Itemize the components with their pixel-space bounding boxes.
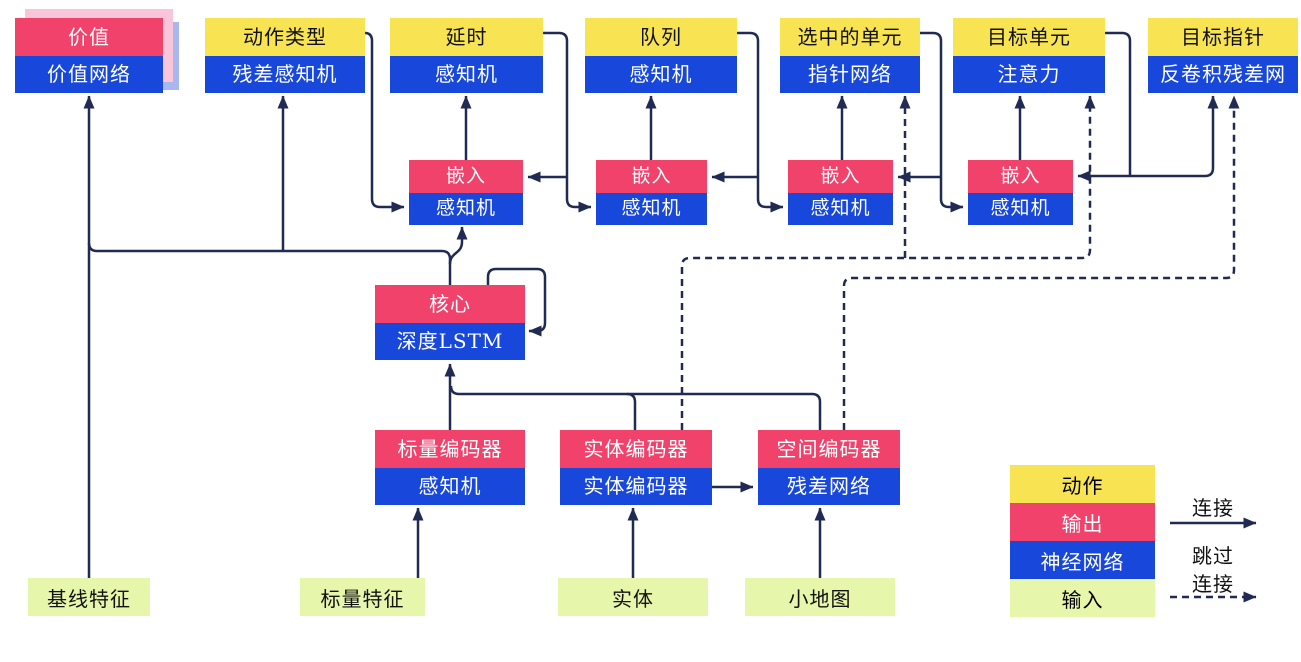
skip-entity-to-target-unit [680, 95, 1096, 430]
embedding1-network-label: 感知机 [409, 192, 523, 225]
head-box-value: 价值 价值网络 [15, 18, 163, 93]
embedding3-label: 嵌入 [788, 160, 893, 193]
embedding3-network-label: 感知机 [788, 192, 893, 225]
embedding-box-2: 嵌入 感知机 [596, 160, 707, 225]
embedding2-label: 嵌入 [596, 160, 707, 193]
edge-entity-trunk [626, 392, 637, 430]
legend-action-swatch: 动作 [1010, 465, 1155, 503]
entity-encoder-label: 实体编码器 [560, 430, 712, 468]
embedding-box-4: 嵌入 感知机 [968, 160, 1073, 225]
edge-spatial-trunk [449, 385, 822, 430]
legend-output-swatch: 输出 [1010, 503, 1155, 541]
head-delay-network-label: 感知机 [390, 55, 543, 93]
embedding-box-1: 嵌入 感知机 [409, 160, 523, 225]
entity-encoder-network-label: 实体编码器 [560, 467, 712, 505]
embedding1-label: 嵌入 [409, 160, 523, 193]
head-queue-label: 队列 [585, 18, 737, 56]
head-box-delay: 延时 感知机 [390, 18, 543, 93]
edge-core-recurrent-loop [486, 267, 547, 337]
legend-connection-label: 连接 [1192, 496, 1234, 520]
head-value-network-label: 价值网络 [15, 55, 163, 93]
encoder-box-scalar: 标量编码器 感知机 [375, 430, 525, 505]
edge-core-to-embed1 [448, 226, 468, 265]
edge-core-trunk [87, 242, 452, 285]
scalar-encoder-network-label: 感知机 [375, 467, 525, 505]
core-box: 核心 深度LSTM [375, 285, 525, 360]
head-selected-units-network-label: 指针网络 [780, 55, 920, 93]
embedding-box-3: 嵌入 感知机 [788, 160, 893, 225]
skip-spatial-to-target-point [842, 95, 1240, 430]
legend-skip-label-line2: 连接 [1192, 572, 1234, 596]
head-target-unit-network-label: 注意力 [953, 55, 1105, 93]
head-box-target-point: 目标指针 反卷积残差网 [1148, 18, 1298, 93]
spatial-encoder-network-label: 残差网络 [758, 467, 900, 505]
edge-target-unit-down [1105, 31, 1132, 176]
scalar-encoder-label: 标量编码器 [375, 430, 525, 468]
edge-queue-to-embed3 [737, 31, 784, 213]
head-selected-units-label: 选中的单元 [780, 18, 920, 56]
input-baseline-features: 基线特征 [28, 578, 150, 616]
head-action-type-network-label: 残差感知机 [205, 55, 365, 93]
input-scalar-features: 标量特征 [300, 578, 425, 616]
embedding2-network-label: 感知机 [596, 192, 707, 225]
spatial-encoder-label: 空间编码器 [758, 430, 900, 468]
head-box-selected-units: 选中的单元 指针网络 [780, 18, 920, 93]
embedding4-label: 嵌入 [968, 160, 1073, 193]
head-target-unit-label: 目标单元 [953, 18, 1105, 56]
edge-selected-to-embed4 [920, 31, 964, 213]
head-target-point-label: 目标指针 [1148, 18, 1298, 56]
head-box-target-unit: 目标单元 注意力 [953, 18, 1105, 93]
input-minimap: 小地图 [745, 578, 895, 616]
core-label: 核心 [375, 285, 525, 323]
head-value-label: 价值 [15, 18, 163, 56]
input-entities: 实体 [558, 578, 708, 616]
embedding4-network-label: 感知机 [968, 192, 1073, 225]
legend-skip-label-line1: 跳过 [1192, 544, 1234, 568]
encoder-box-entity: 实体编码器 实体编码器 [560, 430, 712, 505]
encoder-box-spatial: 空间编码器 残差网络 [758, 430, 900, 505]
head-box-action-type: 动作类型 残差感知机 [205, 18, 365, 93]
head-queue-network-label: 感知机 [585, 55, 737, 93]
head-action-type-label: 动作类型 [205, 18, 365, 56]
legend-network-swatch: 神经网络 [1010, 541, 1155, 579]
legend-color-key: 动作 输出 神经网络 输入 [1010, 465, 1155, 617]
head-delay-label: 延时 [390, 18, 543, 56]
core-lstm-label: 深度LSTM [375, 322, 525, 360]
edge-delay-to-embed2 [543, 31, 592, 213]
edge-target-unit-to-target-point [1130, 95, 1219, 178]
legend-input-swatch: 输入 [1010, 579, 1155, 617]
head-box-queue: 队列 感知机 [585, 18, 737, 93]
edge-action-type-to-embed1 [364, 31, 405, 213]
head-target-point-network-label: 反卷积残差网 [1148, 55, 1298, 93]
